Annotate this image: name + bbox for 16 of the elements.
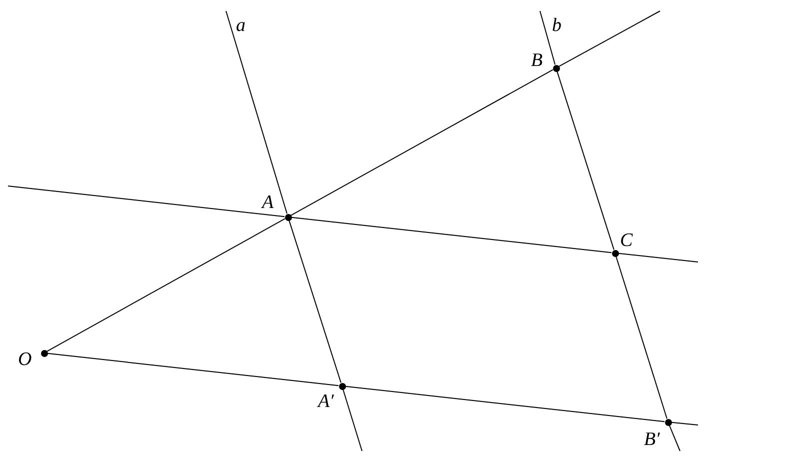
line-segment bbox=[556, 70, 614, 250]
line-segment bbox=[288, 220, 342, 384]
line-segment bbox=[616, 256, 668, 420]
line-segment bbox=[46, 218, 286, 352]
point-label: B′ bbox=[644, 430, 660, 450]
line-segment bbox=[344, 386, 666, 422]
line-segment bbox=[290, 216, 612, 254]
point-label: A′ bbox=[318, 392, 334, 412]
point-label: A bbox=[262, 193, 274, 213]
line-label: a bbox=[236, 16, 246, 36]
point-label: O bbox=[18, 350, 32, 370]
line-segment bbox=[290, 69, 554, 216]
line-segment bbox=[46, 352, 340, 386]
point-label: B bbox=[531, 51, 543, 71]
point-label: C bbox=[620, 231, 633, 251]
line-label: b bbox=[552, 16, 562, 36]
